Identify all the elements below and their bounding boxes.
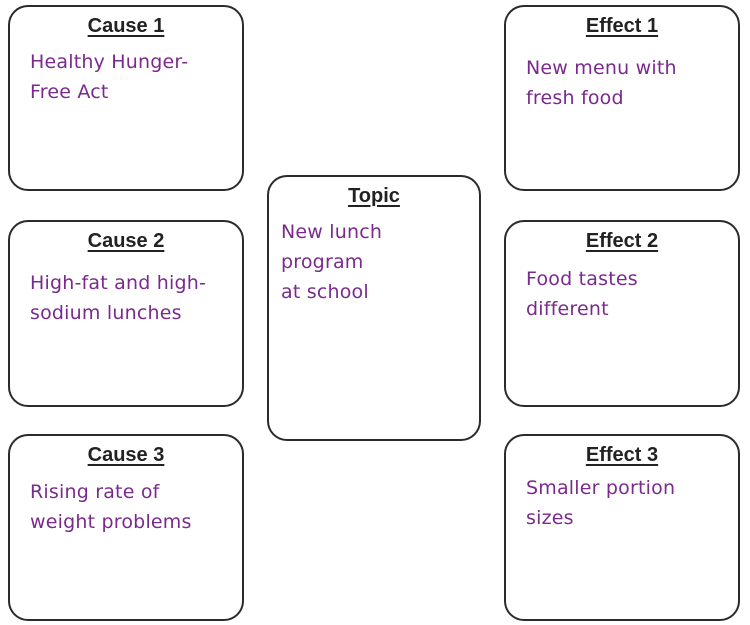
cause-2-title: Cause 2 xyxy=(87,230,165,252)
effect-2-text-line: Food tastes xyxy=(526,268,638,290)
effect-1-title: Effect 1 xyxy=(585,15,659,37)
cause-3-title: Cause 3 xyxy=(87,444,165,466)
cause-2-box: Cause 2 High-fat and high- sodium lunche… xyxy=(8,220,244,407)
effect-3-text: Smaller portion sizes xyxy=(526,473,728,533)
effect-1-text-line: New menu with xyxy=(526,57,677,79)
topic-text-line: New lunch program xyxy=(281,221,383,273)
cause-2-text-line: High-fat and high- xyxy=(30,272,207,294)
topic-box: Topic New lunch program at school xyxy=(267,175,481,441)
cause-3-text-line: weight problems xyxy=(30,511,192,533)
cause-1-text-line: Healthy Hunger- xyxy=(30,51,189,73)
topic-text: New lunch program at school xyxy=(281,217,469,307)
cause-2-text-line: sodium lunches xyxy=(30,302,182,324)
effect-1-box: Effect 1 New menu with fresh food xyxy=(504,5,740,191)
cause-1-box: Cause 1 Healthy Hunger- Free Act xyxy=(8,5,244,191)
cause-3-text-line: Rising rate of xyxy=(30,481,160,503)
topic-title: Topic xyxy=(348,185,400,207)
effect-3-box: Effect 3 Smaller portion sizes xyxy=(504,434,740,621)
effect-2-text-line: different xyxy=(526,298,609,320)
effect-3-text-line: sizes xyxy=(526,507,574,529)
effect-3-title: Effect 3 xyxy=(585,444,659,466)
cause-3-text: Rising rate of weight problems xyxy=(30,477,232,537)
cause-3-box: Cause 3 Rising rate of weight problems xyxy=(8,434,244,621)
effect-2-text: Food tastes different xyxy=(526,264,728,324)
topic-text-line: at school xyxy=(281,281,369,303)
cause-1-title: Cause 1 xyxy=(87,15,165,37)
effect-1-text-line: fresh food xyxy=(526,87,624,109)
effect-2-title: Effect 2 xyxy=(585,230,659,252)
effect-1-text: New menu with fresh food xyxy=(526,53,728,113)
cause-1-text-line: Free Act xyxy=(30,81,109,103)
effect-2-box: Effect 2 Food tastes different xyxy=(504,220,740,407)
cause-1-text: Healthy Hunger- Free Act xyxy=(30,47,232,107)
effect-3-text-line: Smaller portion xyxy=(526,477,676,499)
cause-2-text: High-fat and high- sodium lunches xyxy=(30,268,232,328)
